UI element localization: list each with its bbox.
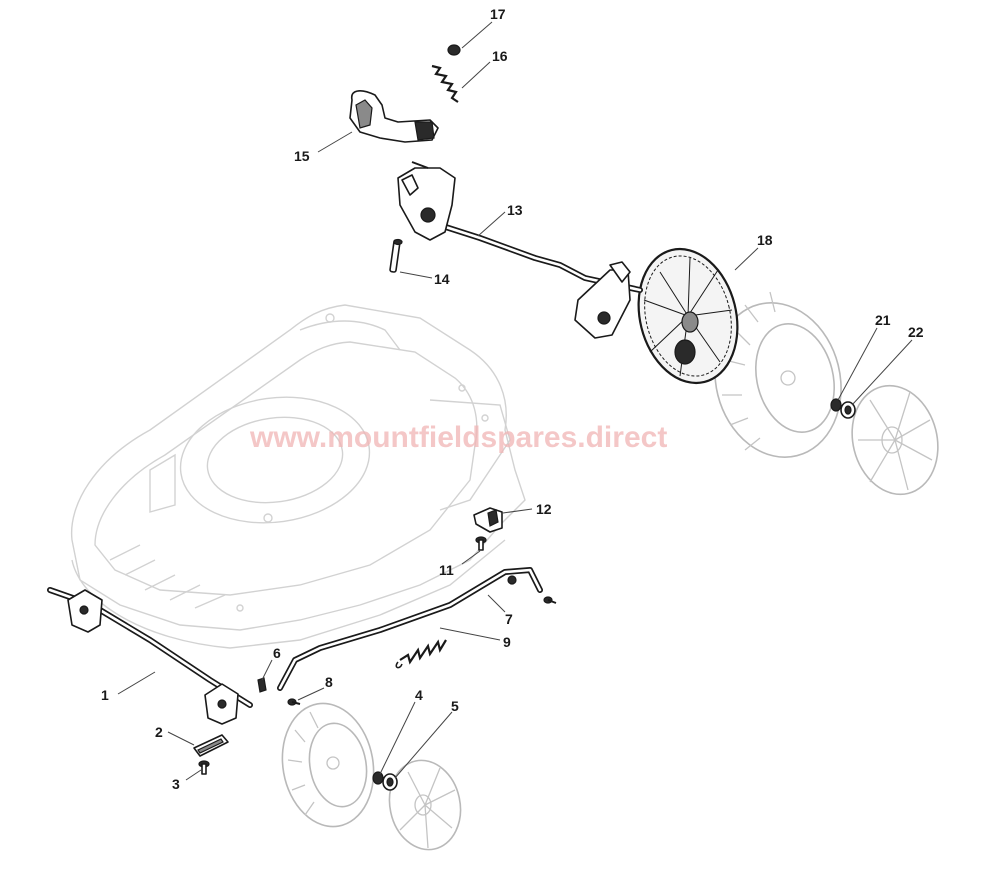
part-15-lever-handle <box>349 90 439 143</box>
part-8-bolt <box>287 698 301 706</box>
part-17-nut <box>447 44 461 56</box>
part-1-front-axle <box>47 587 253 725</box>
callout-7: 7 <box>505 611 513 627</box>
callout-6: 6 <box>273 645 281 661</box>
part-6-clip <box>257 677 267 693</box>
callout-5: 5 <box>451 698 459 714</box>
callout-labels: 1 2 3 4 5 6 7 8 9 11 12 13 14 15 16 17 1… <box>101 6 924 792</box>
callout-8: 8 <box>325 674 333 690</box>
callout-12: 12 <box>536 501 552 517</box>
part-22-nut <box>840 401 856 419</box>
part-4-washer <box>372 771 384 785</box>
callout-2: 2 <box>155 724 163 740</box>
part-21-washer <box>830 398 842 412</box>
part-11-screw <box>475 536 487 551</box>
part-3-screw <box>198 760 210 775</box>
part-9-tension-spring <box>395 639 447 669</box>
part-18-drive-gear <box>637 247 739 385</box>
callout-9: 9 <box>503 634 511 650</box>
callout-3: 3 <box>172 776 180 792</box>
callout-21: 21 <box>875 312 891 328</box>
part-7-end-screw <box>543 596 557 604</box>
callout-15: 15 <box>294 148 310 164</box>
part-16-spring <box>431 64 459 103</box>
front-wheel <box>281 702 375 828</box>
callout-18: 18 <box>757 232 773 248</box>
leader-lines <box>117 21 913 781</box>
part-5-nut <box>382 773 398 791</box>
callout-14: 14 <box>434 271 450 287</box>
callout-11: 11 <box>439 562 454 578</box>
callout-17: 17 <box>490 6 506 22</box>
callout-4: 4 <box>415 687 423 703</box>
part-14-pin <box>389 238 403 273</box>
part-12-bracket <box>473 507 503 533</box>
front-hubcap <box>388 759 462 851</box>
callout-16: 16 <box>492 48 508 64</box>
mower-deck <box>70 304 526 649</box>
rear-hubcap <box>851 384 939 496</box>
callout-13: 13 <box>507 202 523 218</box>
part-13-rear-axle <box>397 161 643 339</box>
part-2-plate <box>193 734 229 757</box>
watermark-text: www.mountfieldspares.direct <box>249 421 667 454</box>
part-7-linkage-rod <box>277 567 543 691</box>
rear-wheel <box>714 291 842 458</box>
callout-1: 1 <box>101 687 109 703</box>
callout-22: 22 <box>908 324 924 340</box>
